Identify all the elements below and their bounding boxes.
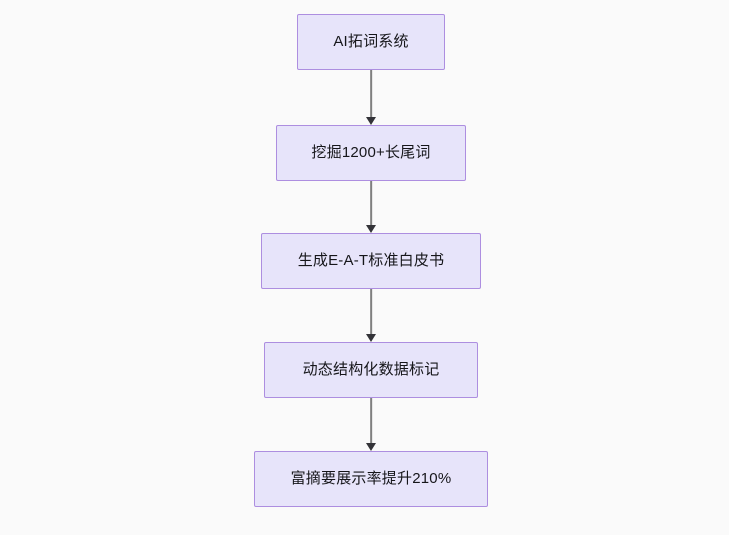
flow-node-4[interactable]: 动态结构化数据标记: [264, 342, 478, 398]
flow-node-1[interactable]: AI拓词系统: [297, 14, 445, 70]
arrow-head-icon: [366, 225, 376, 233]
arrow-head-icon: [366, 117, 376, 125]
arrow-head-icon: [366, 443, 376, 451]
flow-node-5[interactable]: 富摘要展示率提升210%: [254, 451, 488, 507]
flow-edge-1-line: [370, 70, 372, 117]
flow-node-1-label: AI拓词系统: [333, 33, 409, 50]
flow-edge-2-line: [370, 181, 372, 225]
flow-node-3[interactable]: 生成E-A-T标准白皮书: [261, 233, 481, 289]
flow-edge-3-line: [370, 289, 372, 334]
flow-node-2[interactable]: 挖掘1200+长尾词: [276, 125, 466, 181]
flow-node-4-label: 动态结构化数据标记: [302, 361, 440, 378]
arrow-head-icon: [366, 334, 376, 342]
flow-node-2-label: 挖掘1200+长尾词: [311, 144, 431, 161]
flow-node-3-label: 生成E-A-T标准白皮书: [297, 252, 445, 269]
flow-edge-4-line: [370, 398, 372, 443]
flow-node-5-label: 富摘要展示率提升210%: [290, 470, 452, 487]
